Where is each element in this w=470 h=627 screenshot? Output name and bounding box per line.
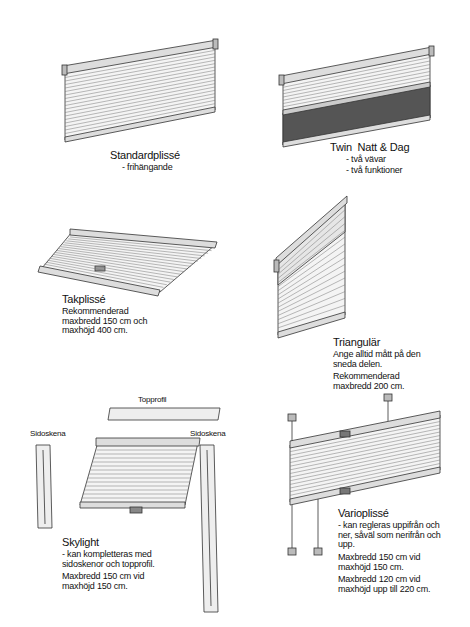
pleat-line [65,64,215,92]
pleat-line [44,264,164,287]
pleat-line [65,100,215,130]
pleat-line [90,470,192,471]
pleat-line [84,490,188,491]
part-name: Sidoskena [190,430,226,439]
pleat-line [290,460,440,492]
pleat-line [86,482,189,483]
pleat-line [278,305,345,328]
size-note: Maxbredd 150 cm vid maxhöjd 150 cm. [338,553,438,572]
pleat-line [278,264,345,303]
pleat-line [65,97,215,127]
pleat-line [278,230,345,282]
bottom-rail [65,107,215,142]
pleat-line [88,478,191,479]
part-name: Sidoskena [30,430,66,439]
product-title: Twin Natt & Dag [330,142,409,154]
product-title: Takplissé [62,294,182,306]
pleat-line [65,67,215,95]
pleat-line [55,252,184,271]
pleat-line [57,251,188,270]
pleat-line [95,454,196,455]
pleat-line [278,298,345,323]
pleat-line [65,243,202,259]
pleat-line [65,50,215,77]
top-profile [108,408,220,420]
size-note: Ange alltid mått på den sneda delen. [333,350,445,369]
pleat-line [94,458,195,459]
pleat-line [278,210,345,270]
pleat-line [278,292,345,320]
pleat-line [59,249,191,267]
pleat-line [81,498,186,499]
pleat-line [63,245,198,261]
pleat-line [278,278,345,311]
feature-note: - kan regleras uppifrån och ner, såväl s… [338,521,450,550]
part-name: Topprofil [138,396,166,405]
dark-fabric [283,85,430,145]
feature-note: - två funktioner [346,166,402,176]
feature-note: - frihängande [122,163,172,173]
pleat-line [283,79,430,107]
pleat-line [85,486,189,487]
product-title: Standardplissé [110,150,180,162]
side-rail [36,445,52,528]
pleat-line [278,217,345,275]
skylight-blind [80,442,198,505]
product-title: Triangulär [333,337,453,349]
pleat-line [278,237,345,287]
pleat-line [290,457,440,489]
pleat-line [89,474,192,475]
feature-note: - kan kompletteras med sidoskenor och to… [62,550,180,569]
pleat-line [65,104,215,134]
pleat-line [283,75,430,104]
pleat-line [290,453,440,484]
size-note: Maxbredd 120 cm vid maxhöjd upp till 220… [338,575,438,594]
pleat-line [46,262,167,285]
product-title: Skylight [62,537,182,549]
pleat-line [290,464,440,496]
pleat-line [92,466,194,467]
pleat-line [83,494,187,495]
top-rail [63,40,217,74]
size-note: Rekommenderad maxbredd 150 cm och maxhöj… [62,307,167,336]
side-rail [200,445,218,612]
product-title: Varioplissé [338,508,458,520]
pleat-line [65,60,215,88]
pleat-line [278,251,345,295]
pleat-line [65,57,215,85]
pleat-line [53,254,180,274]
feature-note: - två vävar [346,155,386,165]
pleat-line [65,54,215,81]
size-note: Maxbredd 150 cm vid maxhöjd 150 cm. [62,572,162,591]
size-note: Rekommenderad maxbredd 200 cm. [333,372,433,391]
pleat-line [278,258,345,300]
pleat-line [283,72,430,101]
pleat-line [48,260,171,282]
pleat-line [93,462,194,463]
pleat-line [97,450,197,451]
